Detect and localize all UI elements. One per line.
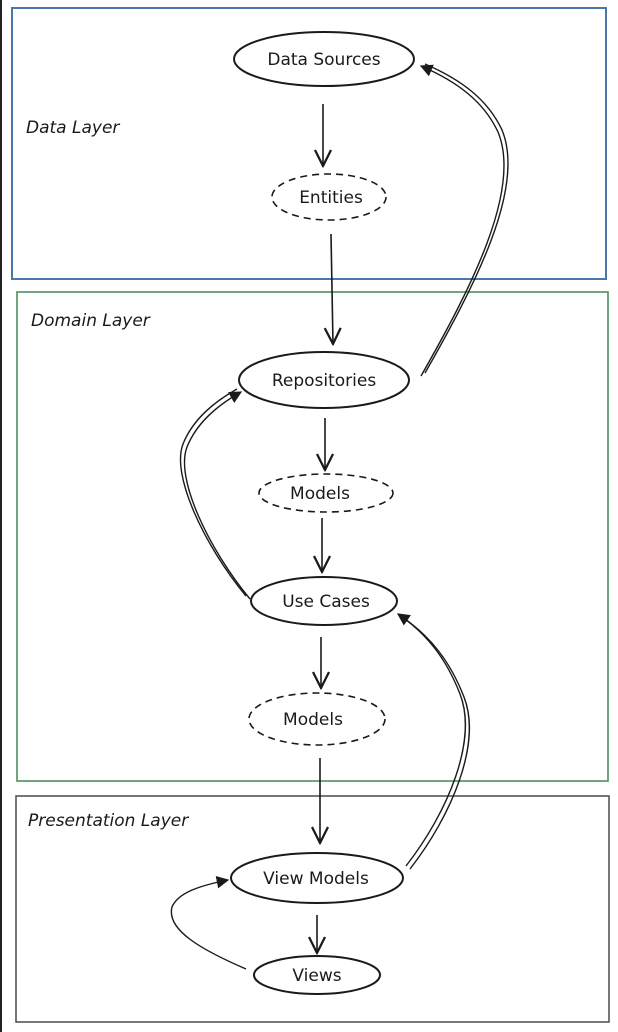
node-views-label: Views xyxy=(292,966,341,986)
arrow-repositories-to-datasources xyxy=(419,64,505,377)
node-use-cases-label: Use Cases xyxy=(282,592,370,612)
arrow-views-to-viewmodels xyxy=(170,876,247,970)
node-data-sources-label: Data Sources xyxy=(267,50,380,70)
arrow-viewmodels-to-usecases xyxy=(396,613,467,867)
node-models-1-label: Models xyxy=(290,484,350,504)
domain-layer-label: Domain Layer xyxy=(31,311,151,331)
arrow-viewmodels-to-usecases-stroke2 xyxy=(401,616,471,870)
upward-dependency-arrows xyxy=(170,63,509,970)
presentation-layer-frame xyxy=(15,795,610,1023)
node-entities xyxy=(271,173,387,221)
data-layer-frame xyxy=(11,7,607,280)
node-models-2 xyxy=(248,692,386,746)
node-use-cases xyxy=(250,576,398,626)
node-data-sources xyxy=(233,31,415,87)
domain-layer-frame xyxy=(16,291,609,782)
node-repositories xyxy=(238,351,410,409)
arrow-repositories-to-datasources-stroke2 xyxy=(424,63,509,374)
node-views xyxy=(253,955,381,995)
arrow-usecases-to-repositories-stroke2 xyxy=(179,388,247,597)
arrow-entities-to-repositories xyxy=(331,233,333,344)
node-entities-label: Entities xyxy=(299,188,363,208)
node-models-2-label: Models xyxy=(283,710,343,730)
data-layer-label: Data Layer xyxy=(26,118,120,138)
presentation-layer-label: Presentation Layer xyxy=(28,811,189,831)
node-view-models-label: View Models xyxy=(263,869,369,889)
node-models-1 xyxy=(258,473,394,513)
downward-flow-arrows xyxy=(317,104,333,953)
node-repositories-label: Repositories xyxy=(272,371,377,391)
node-view-models xyxy=(230,852,404,904)
arrow-usecases-to-repositories xyxy=(183,391,251,600)
